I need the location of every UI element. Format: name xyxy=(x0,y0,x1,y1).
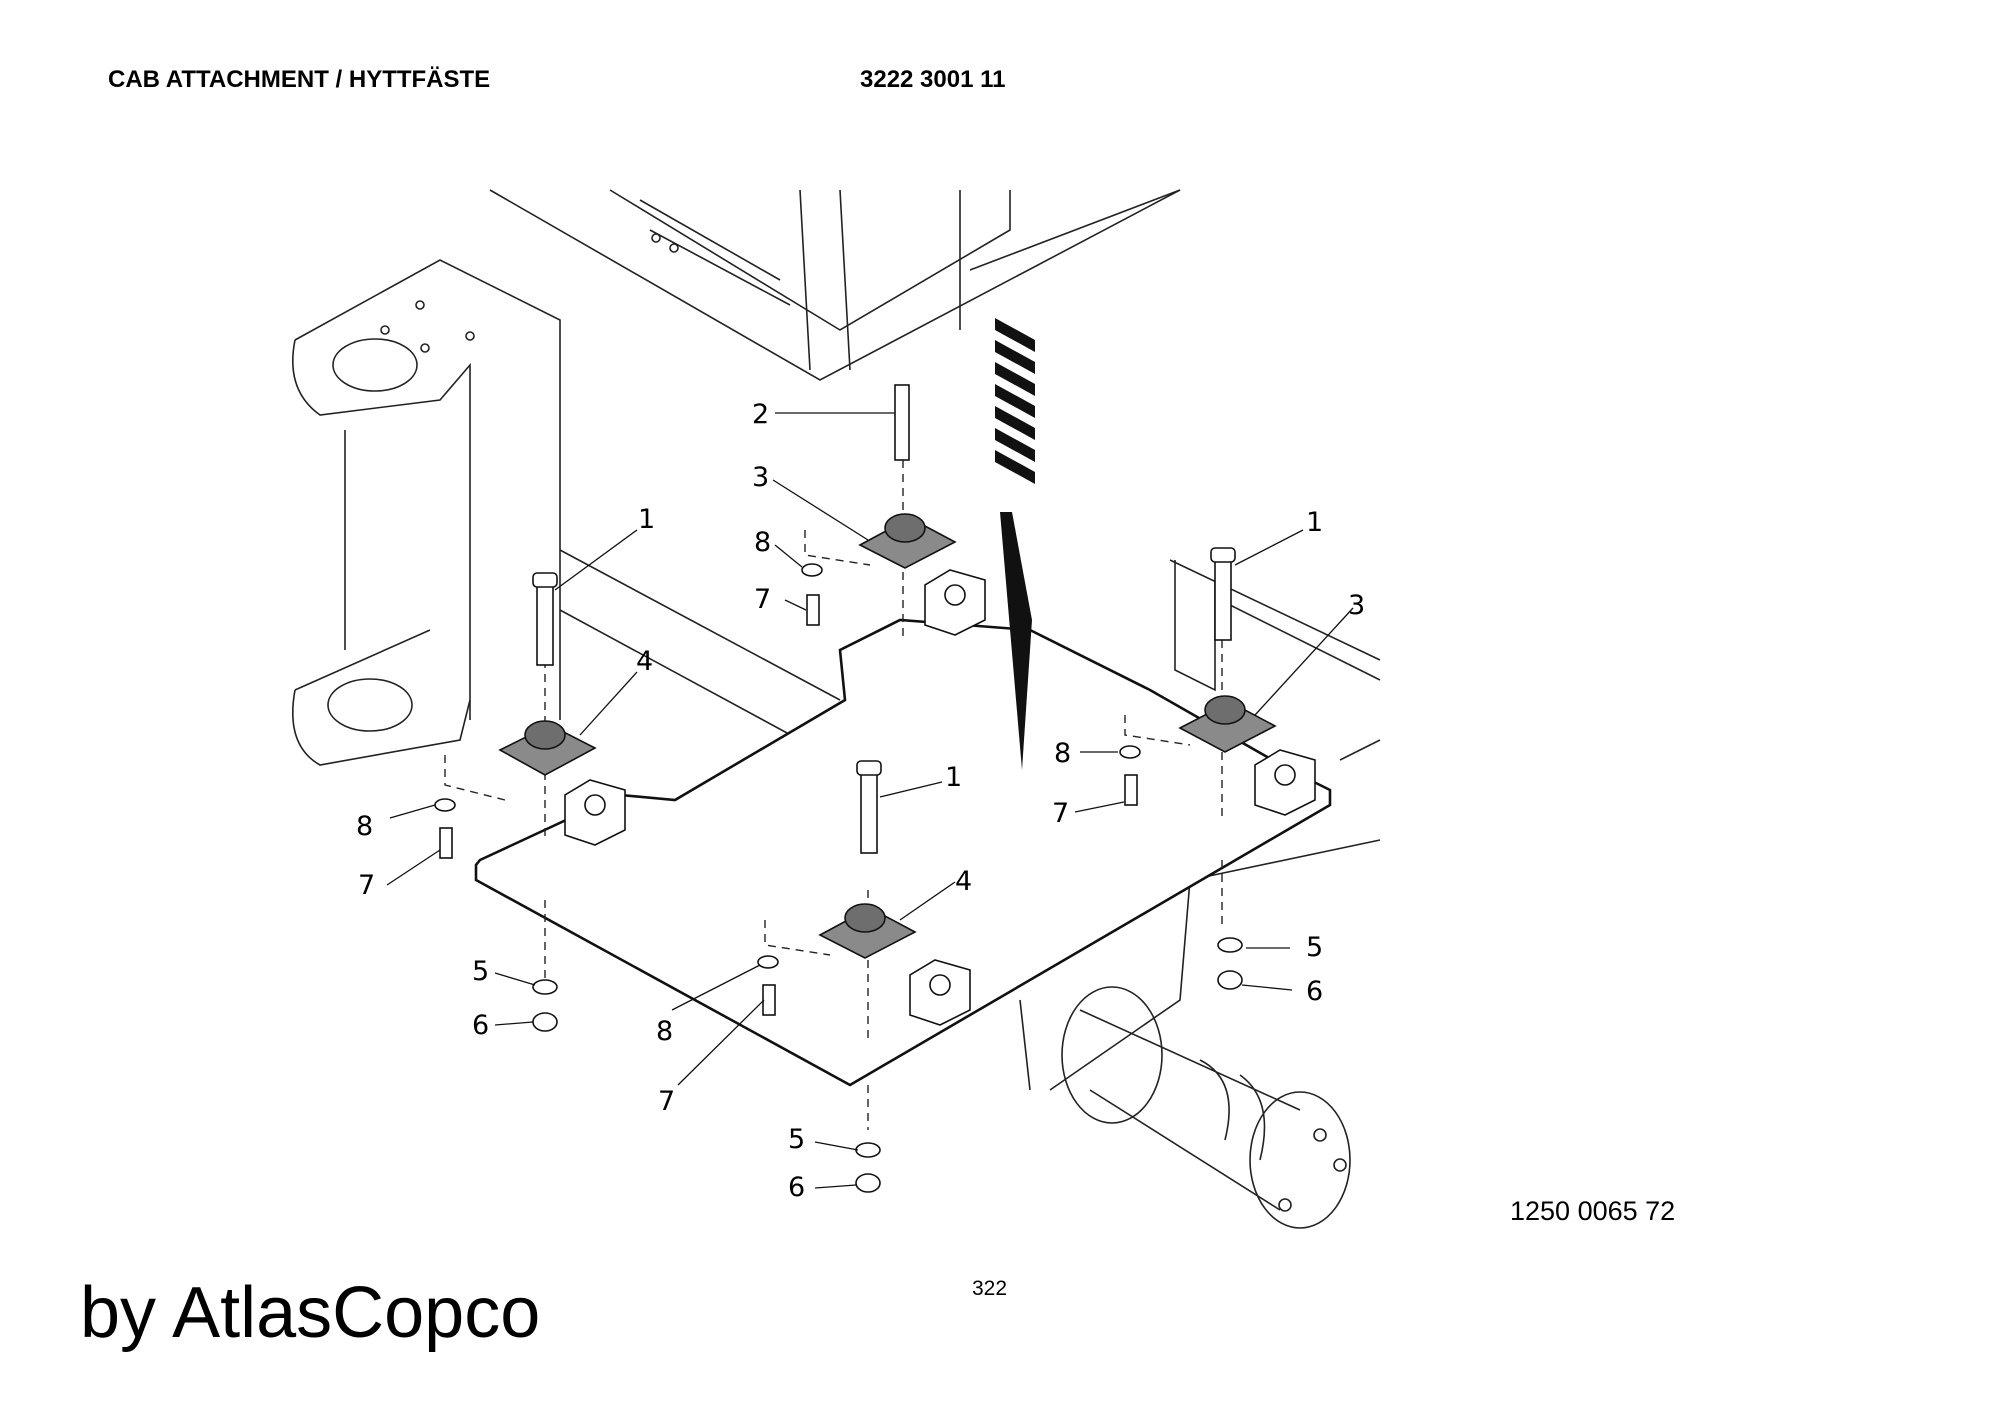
part-number: 3222 3001 11 xyxy=(860,66,1006,93)
callout-5: 5 xyxy=(788,1124,805,1155)
callout-4: 4 xyxy=(955,866,972,897)
callout-8: 8 xyxy=(754,527,771,558)
direction-arrow xyxy=(995,318,1035,770)
bracket-center xyxy=(909,959,971,1026)
cab-frame xyxy=(489,189,1181,381)
bracket-rear-left xyxy=(924,569,986,636)
nut-6-right xyxy=(1217,970,1243,990)
page-title: CAB ATTACHMENT / HYTTFÄSTE xyxy=(108,66,491,93)
callout-8: 8 xyxy=(1054,738,1071,769)
callout-7: 7 xyxy=(754,584,771,615)
bolt-rear-right xyxy=(1210,547,1236,641)
callout-7: 7 xyxy=(358,870,375,901)
callout-8: 8 xyxy=(356,811,373,842)
callout-3: 3 xyxy=(1348,590,1365,621)
leader-lines xyxy=(386,412,1354,1189)
callout-7: 7 xyxy=(1052,798,1069,829)
screw-7-right xyxy=(1124,774,1138,806)
bracket-rear-right xyxy=(1254,749,1316,816)
washer-8-center xyxy=(757,955,779,969)
stud-rear-left xyxy=(894,384,910,461)
washer-5-center xyxy=(855,1142,881,1158)
callout-5: 5 xyxy=(1306,932,1323,963)
callout-6: 6 xyxy=(472,1010,489,1041)
callout-1: 1 xyxy=(638,504,655,535)
callout-4: 4 xyxy=(636,646,653,677)
page-number: 322 xyxy=(972,1277,1008,1300)
washer-8-left xyxy=(434,798,456,812)
callout-6: 6 xyxy=(1306,976,1323,1007)
callout-1: 1 xyxy=(945,762,962,793)
rubber-mount-rear-right xyxy=(1178,695,1277,753)
screw-7-center xyxy=(762,984,776,1016)
rubber-mount-front-left xyxy=(498,720,597,776)
rubber-mount-rear-left xyxy=(858,513,957,569)
callout-2: 2 xyxy=(752,399,769,430)
drawing-number: 1250 0065 72 xyxy=(1510,1196,1676,1226)
screw-7-rear xyxy=(806,594,820,626)
axle-tube xyxy=(1061,986,1351,1229)
screw-7-left xyxy=(439,827,453,859)
nut-6-center xyxy=(855,1173,881,1193)
left-pivot-bracket xyxy=(292,259,841,766)
nut-6-left xyxy=(532,1012,558,1032)
rubber-mount-center xyxy=(818,903,917,959)
callout-labels: 1 1 1 2 3 3 4 4 5 5 5 6 6 6 7 7 7 7 8 8 … xyxy=(356,399,1365,1203)
callout-5: 5 xyxy=(472,956,489,987)
washer-5-right xyxy=(1217,937,1243,953)
bracket-front-left xyxy=(564,779,626,846)
washer-5-left xyxy=(532,979,558,995)
bolt-center xyxy=(856,760,882,854)
bolt-front-left xyxy=(532,572,558,666)
callout-6: 6 xyxy=(788,1172,805,1203)
callout-8: 8 xyxy=(656,1016,673,1047)
mounting-plate xyxy=(474,618,1332,1087)
brand-watermark: by AtlasCopco xyxy=(80,1273,541,1353)
washer-8-rear xyxy=(801,563,823,577)
callout-3: 3 xyxy=(752,462,769,493)
callout-1: 1 xyxy=(1306,507,1323,538)
callout-7: 7 xyxy=(658,1086,675,1117)
washer-8-right xyxy=(1119,745,1141,759)
